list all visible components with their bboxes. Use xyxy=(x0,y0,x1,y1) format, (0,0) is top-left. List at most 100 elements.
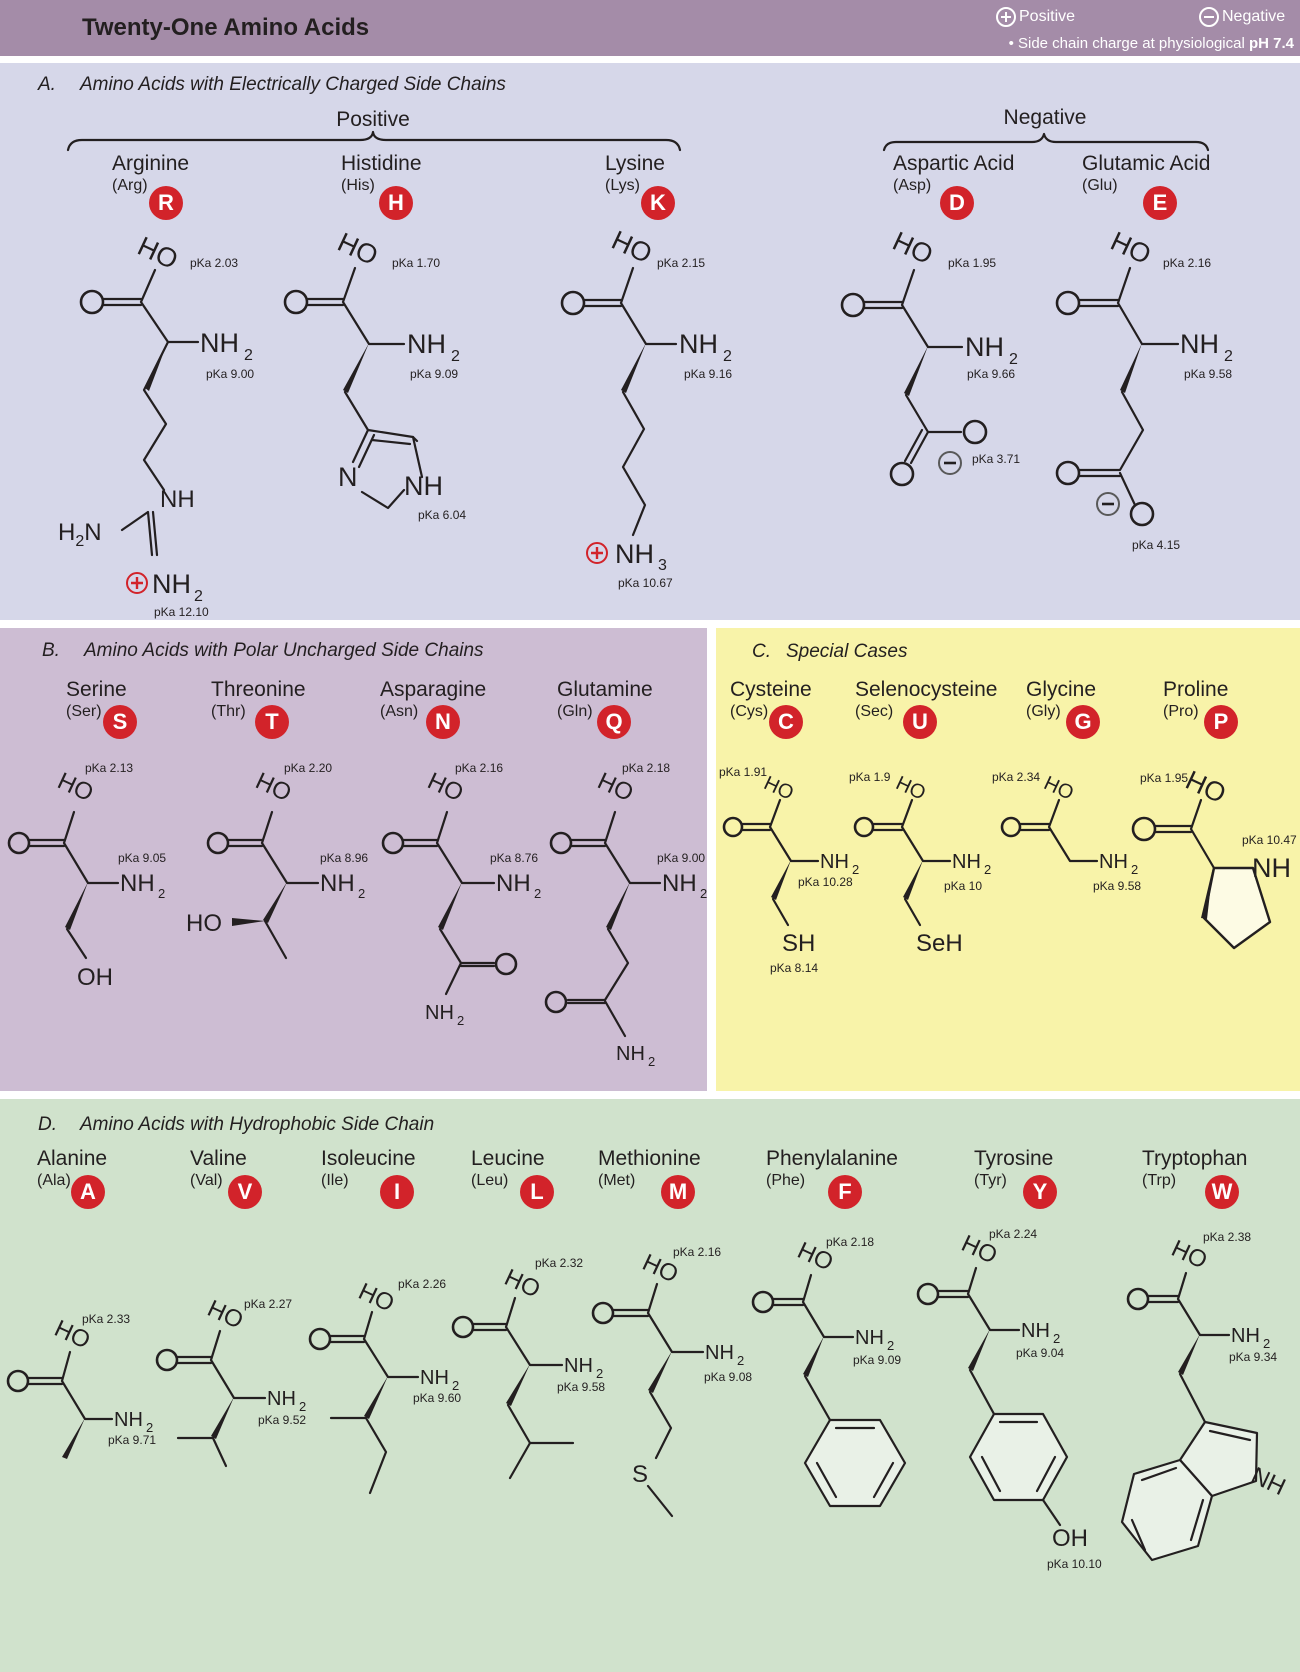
his-pka-carboxyl: pKa 1.70 xyxy=(392,256,440,270)
selenocysteine-structure: HO NH 2 SeH pKa 1.9 pKa 10 xyxy=(849,770,991,957)
sec-hydroxyl: HO xyxy=(892,772,928,805)
gln-side-nh2: NH xyxy=(616,1043,645,1065)
phe-amine: NH xyxy=(855,1327,884,1349)
glu-code-badge: E xyxy=(1143,186,1177,220)
thr-pka-amine: pKa 8.96 xyxy=(320,851,368,865)
arg-pka-carboxyl: pKa 2.03 xyxy=(190,256,238,270)
asn-side-o xyxy=(494,952,518,976)
his-carbonyl-o xyxy=(283,289,309,315)
svg-text:2: 2 xyxy=(1263,1336,1270,1351)
trp-pyrrole-ring xyxy=(1178,1420,1259,1498)
lys-pka-amine: pKa 9.16 xyxy=(684,367,732,381)
glycine-structure: HO NH 2 pKa 2.34 pKa 9.58 xyxy=(992,770,1141,893)
glutamine-structure: HO NH 2 NH 2 pKa 2.18 pKa 9.00 xyxy=(544,761,707,1069)
ala-abbr: (Ala) xyxy=(37,1172,71,1189)
trp-abbr: (Trp) xyxy=(1142,1172,1177,1189)
lys-pka-side: pKa 10.67 xyxy=(618,576,673,590)
legend-note: • Side chain charge at physiological pH … xyxy=(1009,35,1294,52)
tyrosine-structure: HO OH NH 2 pKa 2.24 pKa 9.04 pKa 10.10 xyxy=(916,1227,1102,1571)
pro-hydroxyl: HO xyxy=(1181,765,1230,809)
met-side-s: S xyxy=(632,1461,648,1488)
val-name: Valine xyxy=(190,1147,247,1170)
sec-code-badge: U xyxy=(903,705,937,739)
cys-code-badge: C xyxy=(769,705,803,739)
svg-text:2: 2 xyxy=(737,1353,744,1368)
asp-hydroxyl: HO xyxy=(888,226,937,270)
his-abbr: (His) xyxy=(341,177,375,194)
legend-negative: Negative xyxy=(1199,7,1285,27)
his-pka-amine: pKa 9.09 xyxy=(410,367,458,381)
svg-text:2: 2 xyxy=(451,348,460,365)
section-a-title: A.Amino Acids with Electrically Charged … xyxy=(38,74,506,96)
proline-structure: HO NH pKa 1.95 pKa 10.47 xyxy=(1131,765,1297,950)
svg-text:2: 2 xyxy=(358,886,365,901)
aspartic-acid-structure: HO NH 2 pKa 1.95 pKa 9.66 pKa 3.71 xyxy=(840,226,1020,487)
ser-pka-carboxyl: pKa 2.13 xyxy=(85,761,133,775)
pro-ring-nh: NH xyxy=(1252,853,1291,883)
svg-text:2: 2 xyxy=(146,1420,153,1435)
header-bar: Twenty-One Amino Acids Positive Negative… xyxy=(0,0,1300,56)
phe-code-badge: F xyxy=(828,1175,862,1209)
lys-epsilon-amine: NH xyxy=(615,539,654,569)
his-ring-n: N xyxy=(338,462,358,492)
svg-text:2: 2 xyxy=(194,588,203,605)
gly-pka-carboxyl: pKa 2.34 xyxy=(992,770,1040,784)
pro-carbonyl-o xyxy=(1131,816,1157,842)
val-amine: NH xyxy=(267,1388,296,1410)
asp-carbonyl-o xyxy=(840,292,866,318)
val-pka-carboxyl: pKa 2.27 xyxy=(244,1297,292,1311)
glu-hydroxyl: HO xyxy=(1106,226,1155,270)
his-hydroxyl: HO xyxy=(333,227,382,271)
arginine-structure: HO NH 2 NH H2N NH 2 pKa 2.03 pKa 9.00 pK… xyxy=(58,231,254,619)
trp-carbonyl-o xyxy=(1126,1287,1150,1311)
trp-name: Tryptophan xyxy=(1142,1147,1248,1170)
phe-benzene-ring xyxy=(803,1418,907,1508)
svg-text:2: 2 xyxy=(452,1378,459,1393)
svg-text:2: 2 xyxy=(1053,1331,1060,1346)
ser-abbr: (Ser) xyxy=(66,703,102,720)
glu-amine: NH xyxy=(1180,329,1219,359)
thr-side-oh: HO xyxy=(186,910,222,937)
legend-negative-label: Negative xyxy=(1222,8,1286,25)
trp-pka-carboxyl: pKa 2.38 xyxy=(1203,1230,1251,1244)
sec-abbr: (Sec) xyxy=(855,703,894,720)
alanine-structure: HO NH 2 pKa 2.33 pKa 9.71 xyxy=(6,1312,156,1459)
cys-abbr: (Cys) xyxy=(730,703,769,720)
gln-amine: NH xyxy=(662,870,697,897)
section-c-title: C.Special Cases xyxy=(752,641,907,663)
glutamic-acid-structure: HO NH 2 pKa 2.16 pKa 9.58 pKa 4.15 xyxy=(1055,226,1233,552)
phe-carbonyl-o xyxy=(751,1290,775,1314)
his-ring-nh: NH xyxy=(404,471,443,501)
asn-name: Asparagine xyxy=(380,678,487,701)
svg-text:2: 2 xyxy=(457,1013,464,1028)
svg-text:2: 2 xyxy=(852,862,859,877)
ile-carbonyl-o xyxy=(308,1327,332,1351)
trp-benzene-ring xyxy=(1120,1458,1214,1562)
glu-pka-carboxyl: pKa 2.16 xyxy=(1163,256,1211,270)
arg-name: Arginine xyxy=(112,152,190,175)
gly-name: Glycine xyxy=(1026,678,1097,701)
phe-abbr: (Phe) xyxy=(766,1172,806,1189)
arg-abbr: (Arg) xyxy=(112,177,148,194)
gly-carbonyl-o xyxy=(1000,816,1022,838)
val-code-badge: V xyxy=(228,1175,262,1209)
section-charged xyxy=(0,63,1300,620)
ala-amine: NH xyxy=(114,1409,143,1431)
leu-amine: NH xyxy=(564,1355,593,1377)
tyr-carbonyl-o xyxy=(916,1282,940,1306)
legend-note-text: • Side chain charge at physiological xyxy=(1008,35,1245,52)
svg-text:2: 2 xyxy=(887,1338,894,1353)
thr-amine: NH xyxy=(320,870,355,897)
tyr-pka-carboxyl: pKa 2.24 xyxy=(989,1227,1037,1241)
thr-code-badge: T xyxy=(255,705,289,739)
lys-pka-carboxyl: pKa 2.15 xyxy=(657,256,705,270)
ile-amine: NH xyxy=(420,1367,449,1389)
trp-pka-amine: pKa 9.34 xyxy=(1229,1350,1277,1364)
plus-circle-icon xyxy=(996,7,1016,27)
sec-amine: NH xyxy=(952,851,981,873)
ile-pka-carboxyl: pKa 2.26 xyxy=(398,1277,446,1291)
ala-pka-carboxyl: pKa 2.33 xyxy=(82,1312,130,1326)
section-d-text: Amino Acids with Hydrophobic Side Chain xyxy=(80,1114,435,1135)
